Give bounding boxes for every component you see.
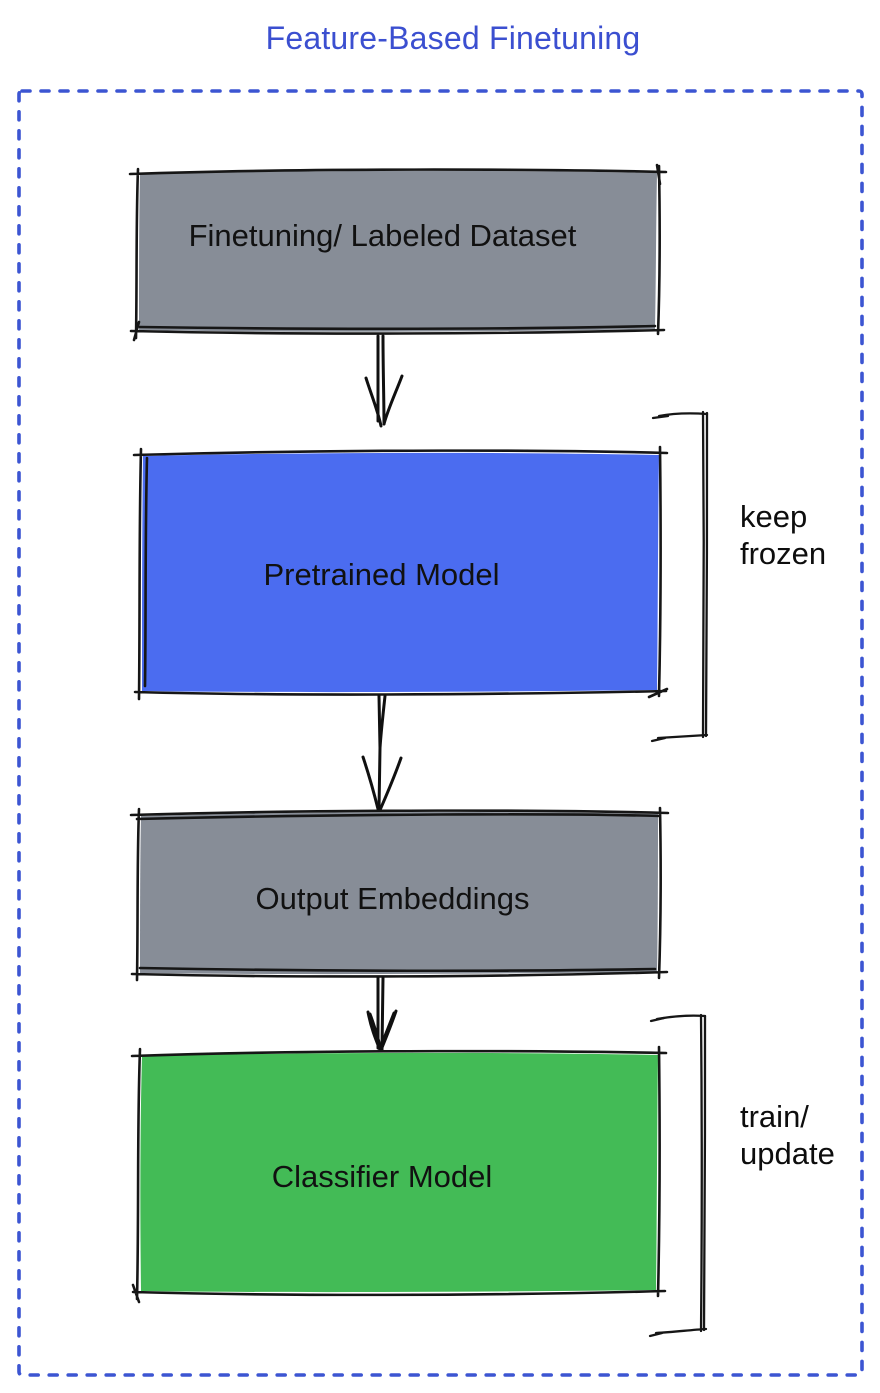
arrow-output-to-classifier: [366, 976, 398, 1052]
node-finetuning-dataset: [128, 163, 668, 342]
annotation-train-update: train/ update: [740, 1099, 835, 1171]
node-pretrained-model-fill: [142, 452, 659, 693]
node-classifier-model-fill: [140, 1052, 658, 1293]
annotation-keep-frozen: keep frozen: [740, 499, 827, 571]
node-finetuning-dataset-outline: [128, 163, 668, 342]
node-classifier-model-outline: [130, 1045, 668, 1304]
arrow-dataset-to-pretrained: [364, 334, 404, 428]
node-classifier-model: [130, 1045, 668, 1304]
arrow-pretrained-to-output: [361, 694, 403, 812]
node-output-embeddings: [129, 806, 670, 982]
bracket-keep-frozen: [650, 410, 709, 743]
node-output-embeddings-outline: [129, 806, 670, 982]
bracket-train-update: [648, 1013, 708, 1338]
node-finetuning-dataset-fill: [139, 170, 657, 332]
node-pretrained-model: [132, 445, 669, 701]
node-output-embeddings-fill: [140, 811, 658, 975]
dashed-border: [17, 89, 864, 1377]
page-title: Feature-Based Finetuning: [265, 20, 641, 56]
node-pretrained-model-outline: [132, 445, 669, 701]
